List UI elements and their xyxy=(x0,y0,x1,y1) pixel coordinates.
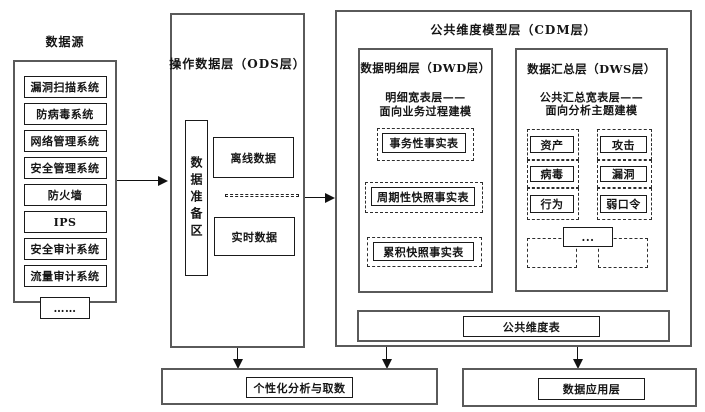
source-system: 流量审计系统 xyxy=(23,265,107,287)
dwd-accumulating-snapshot-fact-table: 累积快照事实表 xyxy=(373,242,474,261)
dws-topic-frame: 病毒 xyxy=(527,160,579,188)
arrow-ods-to-cdm-line xyxy=(305,197,327,198)
ods-realtime-data: 实时数据 xyxy=(214,217,295,256)
arrow-ods-to-cdm-head xyxy=(325,193,335,203)
dwd-table-dashed-frame: 事务性事实表 xyxy=(377,128,474,161)
arrow-source-to-ods-line xyxy=(117,180,161,181)
dwd-transaction-fact-table: 事务性事实表 xyxy=(382,133,466,153)
cdm-title: 公共维度模型层（CDM层） xyxy=(430,23,597,37)
common-dimension-table: 公共维度表 xyxy=(463,316,600,337)
dws-title: 数据汇总层（DWS层） xyxy=(527,62,656,76)
source-system: 防病毒系统 xyxy=(23,103,107,125)
dwd-table-dashed-frame: 周期性快照事实表 xyxy=(365,182,483,213)
dws-topic-frame: 弱口令 xyxy=(597,188,652,220)
dwd-subtitle-1: 明细宽表层—— xyxy=(385,91,466,104)
dws-topic-weak-password: 弱口令 xyxy=(600,195,647,213)
arrow-cdm-to-analysis-head xyxy=(382,359,392,369)
source-system-ellipsis: …… xyxy=(40,297,90,319)
dws-topic-assets: 资产 xyxy=(530,136,574,153)
arrow-source-to-ods-head xyxy=(158,176,168,186)
source-system: 安全审计系统 xyxy=(23,238,107,260)
dwd-title: 数据明细层（DWD层） xyxy=(360,61,491,75)
ods-title: 操作数据层（ODS层） xyxy=(169,57,306,71)
personalized-analysis-label: 个性化分析与取数 xyxy=(246,377,353,398)
dwd-periodic-snapshot-fact-table: 周期性快照事实表 xyxy=(371,187,475,206)
dws-topic-ellipsis: ... xyxy=(563,227,613,247)
source-system: 网络管理系统 xyxy=(23,130,107,152)
dws-topic-frame: 行为 xyxy=(527,188,579,220)
dws-topic-frame: 资产 xyxy=(527,129,579,160)
source-system: 漏洞扫描系统 xyxy=(23,76,107,98)
application-output-box xyxy=(462,368,697,407)
dws-topic-attack: 攻击 xyxy=(600,136,647,153)
source-title: 数据源 xyxy=(45,35,85,49)
dws-topic-frame: 攻击 xyxy=(597,129,652,160)
source-box: 漏洞扫描系统 防病毒系统 网络管理系统 安全管理系统 防火墙 IPS 安全审计系… xyxy=(13,60,117,319)
arrow-cdm-to-analysis-line xyxy=(386,347,387,360)
arrow-ods-to-analysis-line xyxy=(237,348,238,360)
dws-subtitle-1: 公共汇总宽表层—— xyxy=(539,91,644,104)
dws-topic-vulnerability: 漏洞 xyxy=(600,166,647,182)
source-system: 安全管理系统 xyxy=(23,157,107,179)
dws-topic-frame: 漏洞 xyxy=(597,160,652,188)
source-system: IPS xyxy=(23,211,107,233)
arrow-cdm-to-application-head xyxy=(573,359,583,369)
arrow-cdm-to-application-line xyxy=(577,347,578,360)
dws-topic-virus: 病毒 xyxy=(530,166,574,182)
source-system: 防火墙 xyxy=(23,184,107,206)
ods-staging-area: 数据准备区 xyxy=(185,120,208,276)
dws-topic-behavior: 行为 xyxy=(530,195,574,213)
ods-stream-dashed-line xyxy=(225,194,299,197)
arrow-ods-to-analysis-head xyxy=(233,359,243,369)
ods-offline-data: 离线数据 xyxy=(213,137,294,178)
dws-subtitle-2: 面向分析主题建模 xyxy=(545,104,638,117)
dwd-table-dashed-frame: 累积快照事实表 xyxy=(367,237,482,267)
dwd-subtitle-2: 面向业务过程建模 xyxy=(379,105,472,118)
data-application-layer-label: 数据应用层 xyxy=(538,378,645,400)
